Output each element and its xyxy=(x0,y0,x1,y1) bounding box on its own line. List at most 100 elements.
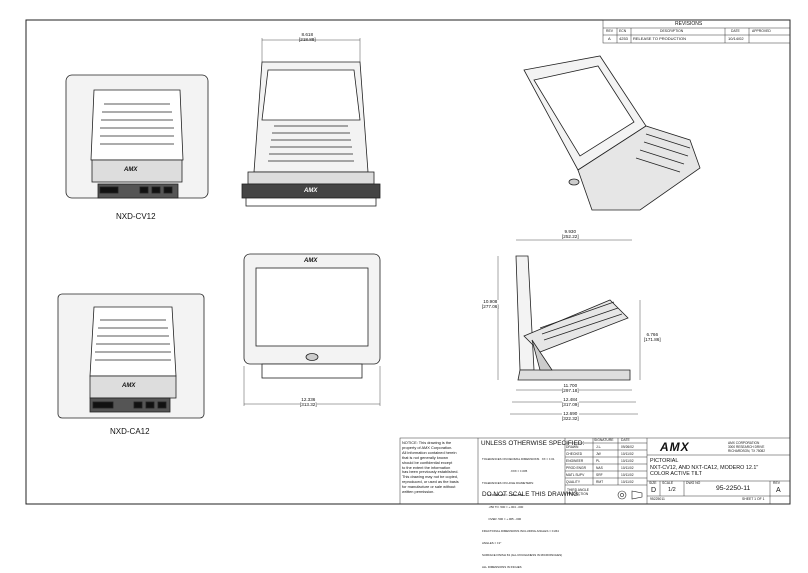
dim-side-height: 10.908 [277.06] xyxy=(482,299,499,310)
dim-front-width: 12.336 [313.32] xyxy=(300,397,317,408)
date-header: DATE xyxy=(731,29,740,33)
signoff-date: 10/11/02 xyxy=(621,466,634,470)
signoff-date: 10/11/02 xyxy=(621,473,634,477)
date-value: 10/14/02 xyxy=(728,36,744,41)
ecn-value: 4253 xyxy=(619,36,628,41)
dwg-no-value: 95-2250-11 xyxy=(716,485,751,492)
spec-line: SURFACE FINISH 63 (ALL ROUGHNESS IN MICR… xyxy=(482,553,563,557)
notice-line: for manufacture or sale without xyxy=(402,484,456,490)
revisions-table xyxy=(602,19,791,44)
company-line: RICHARDSON, TX 75082 xyxy=(728,449,765,453)
spec-line: OVER .500 = +.005 -.000 xyxy=(482,517,522,521)
front-view xyxy=(243,253,381,406)
signoff-date: 09/26/02 xyxy=(621,445,634,449)
scale-label: SCALE xyxy=(662,481,674,485)
revisions-title: REVISIONS xyxy=(675,21,703,27)
signoff-row: 10/11/02 xyxy=(621,466,634,470)
amx-title-logo: AMX xyxy=(660,440,690,454)
size-label: SIZE xyxy=(649,481,657,485)
scale-value: 1/2 xyxy=(668,487,676,493)
spec-line: TOLERANCES ON DECIMAL DIMENSIONS XX = ±.… xyxy=(482,457,555,461)
signoff-signature: JW xyxy=(596,452,601,456)
signoff-role: DRAWN xyxy=(566,445,579,449)
company-line: 3000 RESEARCH DRIVE xyxy=(728,445,765,449)
spec-line: ANGLES = ±1° xyxy=(482,541,502,545)
signoff-date: 10/11/02 xyxy=(621,452,634,456)
company-line: AMX CORPORATION xyxy=(728,441,760,445)
signoff-row: J.L. xyxy=(596,445,601,449)
signoff-row: QUALITY xyxy=(566,480,580,484)
file-number: 95225011 xyxy=(650,497,665,501)
spec-lines: TOLERANCES ON DECIMAL DIMENSIONS XX = ±.… xyxy=(482,449,564,573)
ecn-header: ECN xyxy=(619,29,627,33)
company-address: AMX CORPORATION 3000 RESEARCH DRIVE RICH… xyxy=(728,441,765,453)
signoff-row: 10/11/02 xyxy=(621,480,634,484)
signoff-signature: SRF xyxy=(596,473,603,477)
signoff-signature: PL xyxy=(596,459,601,463)
signoff-row: PL xyxy=(596,459,600,463)
signoff-row: MATL SUPV xyxy=(566,473,584,477)
signoff-role: PROD ENGR xyxy=(566,466,586,470)
title-line: COLOR ACTIVE TILT xyxy=(650,471,702,478)
notice-line: NOTICE: This drawing is the xyxy=(402,440,452,445)
signoff-date-header: DATE xyxy=(621,438,630,442)
notice-block: NOTICE: This drawing is the property of … xyxy=(402,440,476,495)
label-nxd-cv12: NXD-CV12 xyxy=(116,212,156,221)
signoff-row: 09/26/02 xyxy=(621,445,634,449)
rear-view-ca12 xyxy=(57,293,205,419)
dim-top-width: 8.618 [218.88] xyxy=(299,32,316,42)
notice-line: should be confidential except xyxy=(402,459,453,465)
signoff-row: DRAWN xyxy=(566,445,578,449)
signature-header: SIGNATURE xyxy=(594,438,614,442)
dim-base-1: 11.700 [297.18] xyxy=(562,383,579,394)
spec-line: FRACTIONAL DIMENSIONS INCLUDING ANGLES =… xyxy=(482,529,559,533)
do-not-scale-notice: DO NOT SCALE THIS DRAWING. xyxy=(482,491,580,498)
notice-line: All information contained herein xyxy=(402,449,457,455)
signoff-row: 10/11/02 xyxy=(621,452,634,456)
rev-value: A xyxy=(608,36,611,41)
spec-line: .XXX = ±.005 xyxy=(482,469,528,473)
dim-side-depth: 9.930 [252.22] xyxy=(562,229,579,240)
rear-view-cv12 xyxy=(65,74,209,199)
spec-line: TOLERANCES ON HOLE DIAMETERS: xyxy=(482,481,534,485)
title-block-grid xyxy=(399,437,791,505)
drawing-sheet xyxy=(25,19,791,505)
spec-line: .250 TO .500 = +.004 -.000 xyxy=(482,505,524,509)
signoff-signature: NAS xyxy=(596,466,603,470)
top-rear-view xyxy=(241,38,381,207)
notice-line: that is not generally known xyxy=(402,454,449,460)
amx-logo-front: AMX xyxy=(304,258,318,264)
signoff-row: RMT xyxy=(596,480,603,484)
signoff-row: NAS xyxy=(596,466,603,470)
signoff-row: CHECKED xyxy=(566,452,582,456)
dim-base-2: 12.484 [317.09] xyxy=(562,397,579,408)
signoff-date: 10/11/02 xyxy=(621,459,634,463)
signoff-role: CHECKED xyxy=(566,452,583,456)
signoff-row: SRF xyxy=(596,473,603,477)
drawing-title: PICTORIAL NXT-CV12, AND NXT-CA12, MODERO… xyxy=(650,458,758,478)
notice-line: This drawing may not be copied, xyxy=(402,474,459,480)
signoff-signature: J.L. xyxy=(596,445,602,449)
notice-line: has been previously established. xyxy=(402,469,459,475)
approved-header: APPROVED xyxy=(752,29,771,33)
signoff-date: 10/11/02 xyxy=(621,480,634,484)
projection-label: THIRD ANGLE PROJECTION xyxy=(567,488,589,496)
spec-heading: UNLESS OTHERWISE SPECIFIED: xyxy=(481,440,585,447)
signoff-role: MATL SUPV xyxy=(566,473,585,477)
side-view xyxy=(497,239,641,415)
signoff-row: 10/11/02 xyxy=(621,459,634,463)
rev-label: REV xyxy=(773,481,780,485)
spec-line: UNDER .250 = +.003 -.000 xyxy=(482,493,524,497)
description-value: RELEASE TO PRODUCTION xyxy=(633,36,686,41)
amx-logo-ca12: AMX xyxy=(122,383,136,389)
signoff-row: 10/11/02 xyxy=(621,473,634,477)
signoff-row: JW xyxy=(596,452,601,456)
notice-line: property of AMX Corporation. xyxy=(402,444,453,450)
notice-line: reproduced, or used as the basis xyxy=(402,479,459,485)
signoff-signature: RMT xyxy=(596,480,604,484)
amx-logo-cv12: AMX xyxy=(124,167,138,173)
dim-tilt-height: 6.766 [171.86] xyxy=(644,332,661,343)
dim-base-3: 12.690 [322.32] xyxy=(562,411,579,422)
sheet-number: SHEET 1 OF 1 xyxy=(742,497,765,501)
spec-line: ALL DIMENSIONS IN INCHES xyxy=(482,565,522,569)
